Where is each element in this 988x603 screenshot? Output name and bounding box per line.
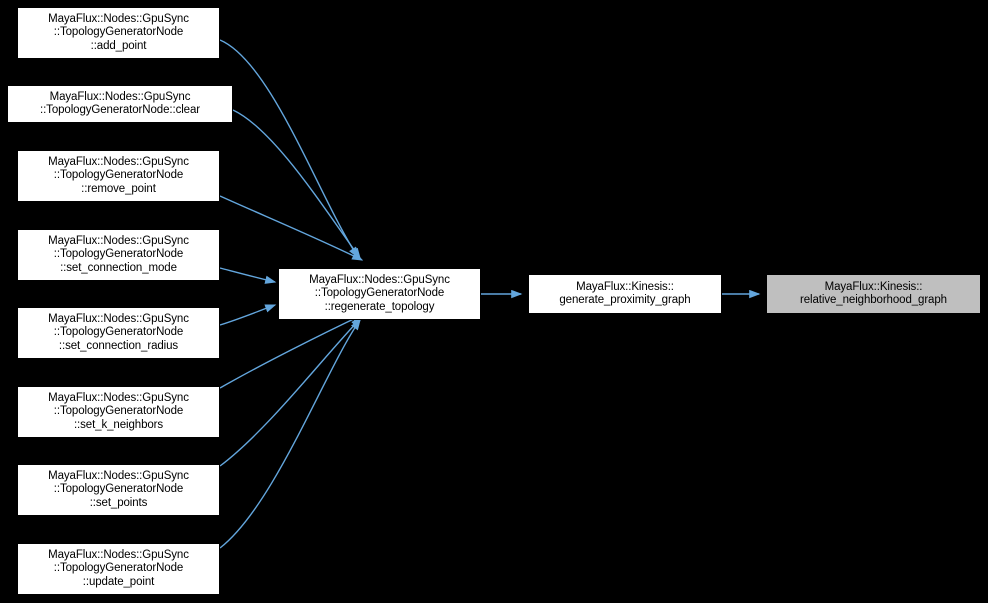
node-label: MayaFlux::Nodes::GpuSync ::TopologyGener… (48, 549, 189, 588)
edge-update-point-to-regenerate (219, 318, 361, 549)
edge-set-connection-radius-to-regenerate (219, 304, 277, 326)
edge-add-point-to-regenerate (219, 39, 359, 259)
edge-set-connection-mode-to-regenerate (219, 267, 277, 284)
node-label: MayaFlux::Nodes::GpuSync ::TopologyGener… (48, 313, 189, 352)
node-set-connection-mode[interactable]: MayaFlux::Nodes::GpuSync ::TopologyGener… (17, 229, 220, 281)
node-label: MayaFlux::Nodes::GpuSync ::TopologyGener… (39, 90, 200, 116)
node-label: MayaFlux::Kinesis:: relative_neighborhoo… (800, 280, 947, 306)
node-label: MayaFlux::Nodes::GpuSync ::TopologyGener… (48, 392, 189, 431)
edge-set-points-to-regenerate (219, 316, 362, 467)
node-update-point[interactable]: MayaFlux::Nodes::GpuSync ::TopologyGener… (17, 543, 220, 595)
node-remove-point[interactable]: MayaFlux::Nodes::GpuSync ::TopologyGener… (17, 150, 220, 202)
node-label: MayaFlux::Nodes::GpuSync ::TopologyGener… (48, 470, 189, 509)
node-label: MayaFlux::Nodes::GpuSync ::TopologyGener… (48, 156, 189, 195)
node-label: MayaFlux::Nodes::GpuSync ::TopologyGener… (48, 13, 189, 52)
node-generate-proximity-graph[interactable]: MayaFlux::Kinesis:: generate_proximity_g… (528, 274, 722, 314)
node-regenerate-topology[interactable]: MayaFlux::Nodes::GpuSync ::TopologyGener… (278, 268, 481, 320)
node-label: MayaFlux::Nodes::GpuSync ::TopologyGener… (309, 274, 450, 313)
node-relative-neighborhood-graph[interactable]: MayaFlux::Kinesis:: relative_neighborhoo… (766, 274, 981, 314)
node-label: MayaFlux::Kinesis:: generate_proximity_g… (559, 280, 691, 306)
node-add-point[interactable]: MayaFlux::Nodes::GpuSync ::TopologyGener… (17, 7, 220, 59)
edge-set-k-neighbors-to-regenerate (219, 314, 364, 389)
node-clear[interactable]: MayaFlux::Nodes::GpuSync ::TopologyGener… (7, 85, 233, 123)
node-set-points[interactable]: MayaFlux::Nodes::GpuSync ::TopologyGener… (17, 464, 220, 516)
edge-clear-to-regenerate (232, 109, 361, 260)
edge-remove-point-to-regenerate (219, 195, 364, 261)
node-set-connection-radius[interactable]: MayaFlux::Nodes::GpuSync ::TopologyGener… (17, 307, 220, 359)
node-set-k-neighbors[interactable]: MayaFlux::Nodes::GpuSync ::TopologyGener… (17, 386, 220, 438)
node-label: MayaFlux::Nodes::GpuSync ::TopologyGener… (48, 235, 189, 274)
